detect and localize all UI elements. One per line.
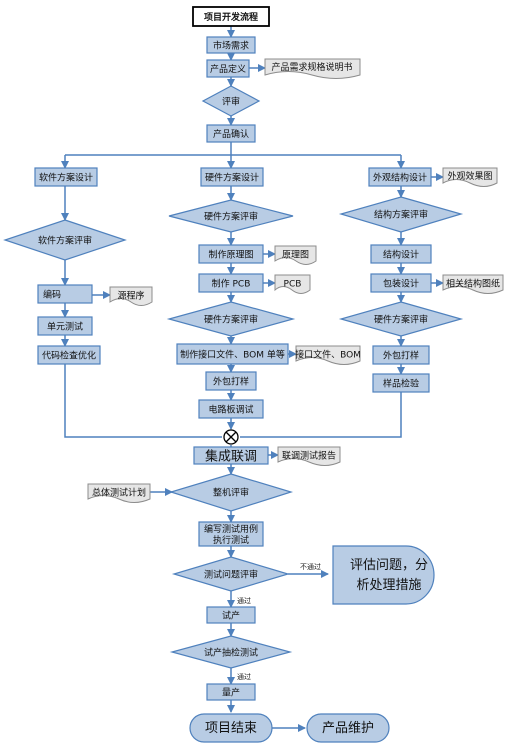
svg-text:整机评审: 整机评审 <box>213 487 249 499</box>
node-unit-test: 单元测试 <box>37 316 93 336</box>
node-market: 市场需求 <box>206 36 256 54</box>
svg-text:总体测试计划: 总体测试计划 <box>92 487 146 499</box>
svg-text:硬件方案评审: 硬件方案评审 <box>204 314 258 326</box>
svg-text:量产: 量产 <box>222 687 240 699</box>
decision-struct-review: 结构方案评审 <box>338 196 464 233</box>
line-sw-integrate <box>64 364 222 438</box>
svg-text:源程序: 源程序 <box>117 290 144 302</box>
node-hw-design: 硬件方案设计 <box>200 167 264 187</box>
connectors <box>61 26 444 732</box>
label-pass-2: 通过 <box>237 672 251 681</box>
line-mech-integrate <box>240 392 402 438</box>
svg-text:外观结构设计: 外观结构设计 <box>373 172 427 184</box>
svg-text:制作原理图: 制作原理图 <box>208 249 253 261</box>
doc-schematic: 原理图 <box>274 245 317 265</box>
node-interface-files: 制作接口文件、BOM 单等 <box>176 343 289 365</box>
svg-text:单元测试: 单元测试 <box>47 321 83 333</box>
node-integration: 集成联调 <box>193 446 269 465</box>
svg-text:测试问题评审: 测试问题评审 <box>204 569 258 581</box>
svg-text:接口文件、BOM: 接口文件、BOM <box>295 349 361 361</box>
svg-text:评审: 评审 <box>222 96 240 108</box>
junction-sum <box>223 429 239 445</box>
svg-text:硬件方案评审: 硬件方案评审 <box>374 314 428 326</box>
svg-text:编码: 编码 <box>43 289 61 301</box>
decision-review: 评审 <box>201 85 261 117</box>
svg-text:结构设计: 结构设计 <box>383 249 419 261</box>
node-schematic: 制作原理图 <box>198 244 264 264</box>
svg-text:外观效果图: 外观效果图 <box>447 170 492 182</box>
label-pass-1: 通过 <box>237 596 251 605</box>
svg-text:硬件方案评审: 硬件方案评审 <box>204 211 258 223</box>
svg-text:硬件方案设计: 硬件方案设计 <box>205 172 259 184</box>
node-evaluate: 评估问题，分 析处理措施 <box>332 545 435 605</box>
node-product-confirm: 产品确认 <box>206 124 256 143</box>
doc-prd: 产品需求规格说明书 <box>264 58 361 79</box>
svg-text:产品确认: 产品确认 <box>213 128 249 140</box>
svg-text:试产抽检测试: 试产抽检测试 <box>204 647 258 659</box>
svg-text:评估问题，分: 评估问题，分 <box>350 558 428 573</box>
doc-struct-drawings: 相关结构图纸 <box>442 274 504 294</box>
node-write-tests: 编写测试用例 执行测试 <box>198 521 264 547</box>
terminator-product-maintain: 产品维护 <box>306 713 390 743</box>
svg-text:项目结束: 项目结束 <box>205 721 257 736</box>
svg-text:市场需求: 市场需求 <box>213 40 249 52</box>
svg-text:电路板调试: 电路板调试 <box>208 404 253 416</box>
title-text: 项目开发流程 <box>204 11 258 23</box>
svg-text:样品检验: 样品检验 <box>383 378 419 390</box>
node-package-design: 包装设计 <box>370 273 432 293</box>
svg-text:析处理措施: 析处理措施 <box>356 578 421 593</box>
svg-text:PCB: PCB <box>284 280 302 290</box>
decision-system-review: 整机评审 <box>168 473 294 512</box>
node-outsource-sample: 外包打样 <box>205 371 257 391</box>
svg-text:试产: 试产 <box>222 610 240 622</box>
svg-text:执行测试: 执行测试 <box>213 534 249 546</box>
doc-pcb: PCB <box>274 274 311 294</box>
doc-interface: 接口文件、BOM <box>295 345 361 365</box>
node-outsource-sample-2: 外包打样 <box>372 345 430 365</box>
doc-test-plan: 总体测试计划 <box>87 483 151 503</box>
svg-text:外包打样: 外包打样 <box>383 350 419 362</box>
svg-text:软件方案评审: 软件方案评审 <box>38 235 92 247</box>
decision-trial-inspect: 试产抽检测试 <box>169 635 293 669</box>
node-product-def: 产品定义 <box>206 59 250 78</box>
doc-appearance: 外观效果图 <box>442 167 498 187</box>
decision-test-issue: 测试问题评审 <box>171 556 291 592</box>
node-mass-production: 量产 <box>206 683 256 701</box>
node-make-pcb: 制作 PCB <box>198 273 264 293</box>
decision-hw-review: 硬件方案评审 <box>168 199 294 233</box>
decision-sw-review: 软件方案评审 <box>3 219 127 261</box>
svg-text:产品定义: 产品定义 <box>210 63 246 75</box>
svg-text:编写测试用例: 编写测试用例 <box>204 523 258 535</box>
node-sample-inspect: 样品检验 <box>372 373 430 393</box>
svg-text:联调测试报告: 联调测试报告 <box>282 450 336 462</box>
svg-text:相关结构图纸: 相关结构图纸 <box>446 278 500 290</box>
doc-integration-report: 联调测试报告 <box>277 446 341 466</box>
svg-text:制作接口文件、BOM 单等: 制作接口文件、BOM 单等 <box>180 349 285 361</box>
node-trial-production: 试产 <box>206 606 256 624</box>
svg-text:产品需求规格说明书: 产品需求规格说明书 <box>271 61 352 73</box>
node-mech-design: 外观结构设计 <box>368 167 432 187</box>
node-struct-design: 结构设计 <box>370 244 432 264</box>
svg-text:结构方案评审: 结构方案评审 <box>374 209 428 221</box>
decision-hw-review-3: 硬件方案评审 <box>338 301 464 337</box>
svg-text:外包打样: 外包打样 <box>213 376 249 388</box>
svg-text:制作 PCB: 制作 PCB <box>212 278 251 290</box>
terminator-project-end: 项目结束 <box>189 713 273 743</box>
svg-text:包装设计: 包装设计 <box>383 278 419 290</box>
svg-text:代码检查优化: 代码检查优化 <box>42 350 96 362</box>
svg-text:原理图: 原理图 <box>282 250 309 261</box>
svg-text:集成联调: 集成联调 <box>205 449 257 465</box>
svg-text:产品维护: 产品维护 <box>322 721 374 736</box>
label-fail: 不通过 <box>300 562 321 571</box>
decision-hw-review-2: 硬件方案评审 <box>166 301 296 337</box>
node-board-debug: 电路板调试 <box>198 399 264 419</box>
node-coding: 编码 <box>37 284 93 304</box>
doc-source: 源程序 <box>109 286 153 306</box>
title-box: 项目开发流程 <box>192 6 270 27</box>
node-sw-design: 软件方案设计 <box>34 167 98 187</box>
svg-text:软件方案设计: 软件方案设计 <box>39 172 93 184</box>
node-code-check: 代码检查优化 <box>37 345 101 365</box>
